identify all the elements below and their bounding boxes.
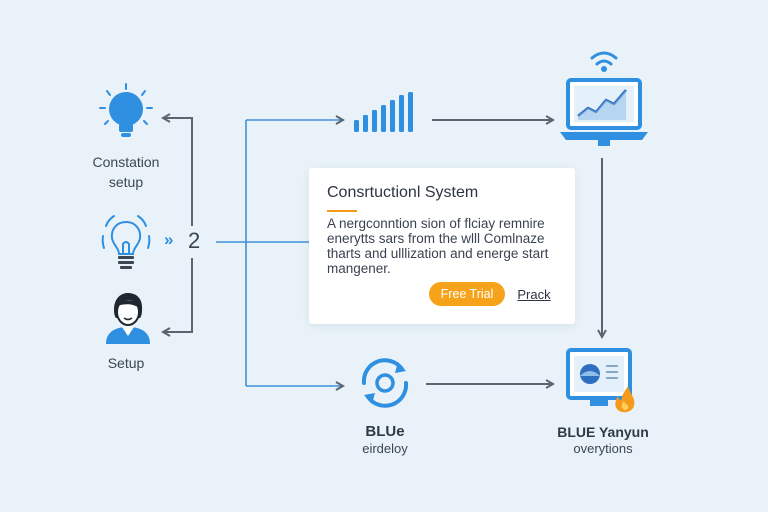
- lightbulb-outline-icon: [101, 215, 151, 269]
- secondary-link-button[interactable]: Prack: [509, 282, 559, 306]
- bulb-label: Constation setup: [78, 152, 174, 192]
- card-title: Consrtuctionl System: [327, 184, 479, 201]
- sync-subtitle: eirdeloy: [362, 441, 408, 456]
- sync-refresh-icon: [361, 358, 409, 408]
- bulb-label-line2: setup: [108, 174, 144, 190]
- bulb-label-line1: Constation: [92, 154, 160, 170]
- card-title-accent: [327, 210, 357, 212]
- info-card: Consrtuctionl System A nergconntion sion…: [309, 168, 575, 324]
- person-avatar-icon: [106, 293, 150, 344]
- connector-step-to-person: [163, 258, 193, 332]
- monitor-energy-icon: [566, 348, 635, 413]
- monitor-title: BLUE Yanyun: [557, 424, 649, 440]
- free-trial-button[interactable]: Free Trial: [429, 282, 505, 306]
- lightbulb-filled-icon: [99, 83, 153, 137]
- double-chevron-icon: »: [164, 230, 174, 249]
- signal-bars-icon: [354, 92, 413, 132]
- connector-step-to-bulb: [163, 118, 193, 226]
- monitor-subtitle: overytions: [573, 441, 633, 456]
- sync-title: BLUe: [365, 423, 405, 440]
- laptop-analytics-icon: [560, 51, 648, 146]
- person-label: Setup: [107, 355, 145, 371]
- card-description: A nergconntion sion of flciay remnire en…: [327, 216, 549, 276]
- step-number: 2: [188, 228, 201, 253]
